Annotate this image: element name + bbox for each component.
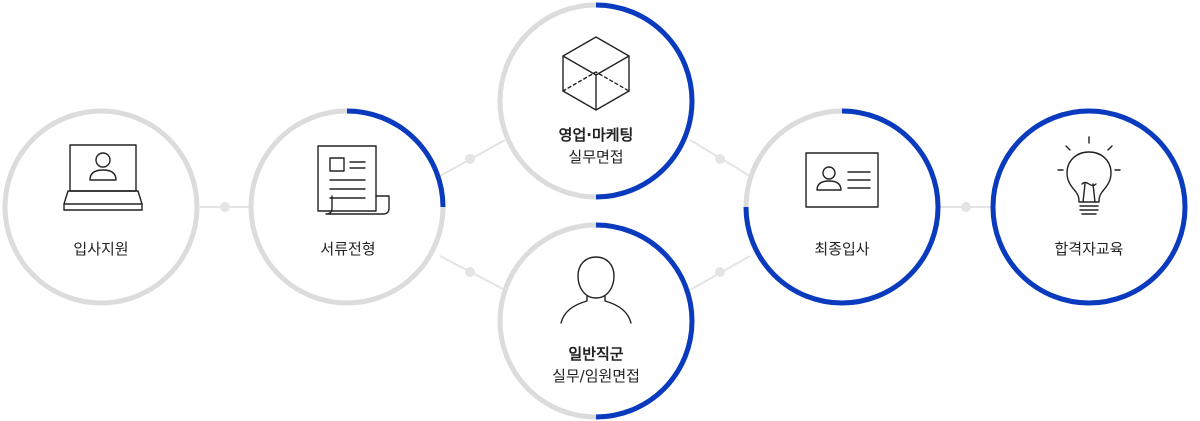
step-screening-label: 서류전형	[320, 240, 376, 258]
step-apply-label: 입사지원	[73, 240, 129, 258]
connector-dot	[465, 267, 475, 277]
progress-arc-training	[990, 108, 1188, 306]
connector-dot	[961, 202, 971, 212]
person-icon	[560, 256, 632, 324]
step-final-label: 최종입사	[814, 240, 870, 258]
step-apply: 입사지원	[26, 238, 176, 260]
progress-arc-final	[743, 108, 941, 306]
step-training-label: 합격자교육	[1054, 240, 1124, 258]
progress-arc-sales	[595, 2, 695, 200]
lightbulb-icon	[1057, 136, 1121, 215]
ring-apply	[2, 108, 200, 306]
connector-dot	[715, 267, 725, 277]
step-sales-subtitle: 실무면접	[568, 148, 624, 166]
id-card-icon	[805, 152, 879, 208]
connector-dot	[220, 202, 230, 212]
step-general: 일반직군 실무/임원면접	[521, 343, 671, 387]
step-sales-title: 영업·마케팅	[558, 126, 634, 144]
step-screening: 서류전형	[273, 238, 423, 260]
step-general-title: 일반직군	[568, 345, 624, 363]
connector-dot	[465, 154, 475, 164]
progress-arc-general	[595, 222, 695, 420]
step-sales: 영업·마케팅 실무면접	[521, 124, 671, 168]
progress-arc-screening	[346, 108, 446, 208]
step-final: 최종입사	[767, 238, 917, 260]
document-icon	[317, 145, 390, 215]
cube-icon	[562, 36, 630, 111]
step-training: 합격자교육	[1014, 238, 1164, 260]
step-general-subtitle: 실무/임원면접	[552, 367, 640, 385]
connector-dot	[715, 154, 725, 164]
laptop-user-icon	[63, 144, 143, 211]
connector-dots	[220, 154, 971, 277]
